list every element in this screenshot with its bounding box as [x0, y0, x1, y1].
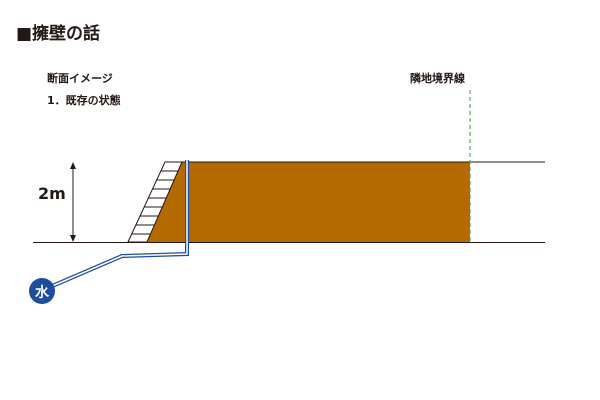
- drain-pipe: [49, 160, 189, 289]
- page-title: ■擁壁の話: [16, 24, 101, 44]
- height-label: 2m: [38, 184, 66, 203]
- boundary-label: 隣地境界線: [410, 72, 465, 85]
- retaining-wall: [127, 161, 183, 243]
- water-badge: [29, 278, 55, 304]
- soil-fill: [147, 162, 470, 242]
- section-subtitle: 断面イメージ: [47, 72, 113, 85]
- step-label: 1．既存の状態: [47, 94, 121, 107]
- water-label: 水: [35, 284, 50, 301]
- height-arrow: [70, 162, 76, 242]
